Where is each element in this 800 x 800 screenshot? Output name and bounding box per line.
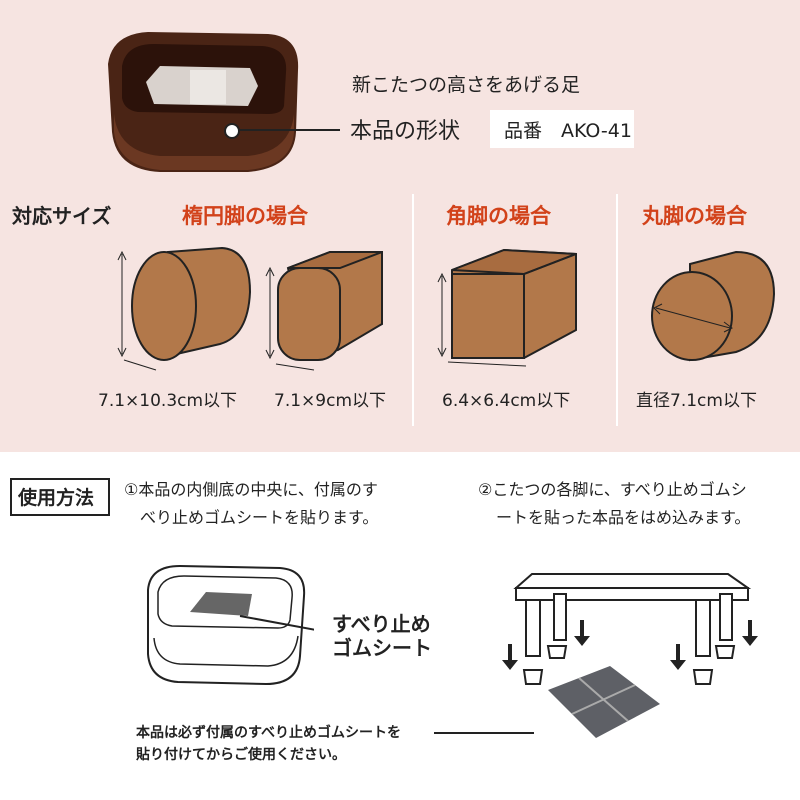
sheet-label-line-1: すべり止め bbox=[332, 612, 431, 636]
note-line-2: 貼り付けてからご使用ください。 bbox=[136, 747, 346, 763]
product-with-sheet-illustration bbox=[147, 564, 314, 686]
product-pointer bbox=[224, 123, 240, 139]
product-number-box bbox=[490, 110, 634, 148]
step-1-line-1: ①本品の内側底の中央に、付属のす bbox=[124, 480, 378, 499]
usage-title: 使用方法 bbox=[18, 487, 95, 509]
square-leg-size: 6.4×6.4cm以下 bbox=[442, 391, 571, 411]
round-leg-heading: 丸脚の場合 bbox=[642, 204, 747, 228]
oval-leg-large-illustration bbox=[117, 246, 252, 371]
note-line-1: 本品は必ず付属のすべり止めゴムシートを bbox=[136, 725, 402, 741]
product-number: 品番 AKO-41 bbox=[504, 120, 632, 142]
product-image bbox=[108, 32, 299, 172]
oval-leg-heading: 楕円脚の場合 bbox=[182, 204, 308, 228]
divider-1 bbox=[412, 194, 414, 426]
product-pointer-line bbox=[238, 129, 340, 131]
note-pointer-line bbox=[434, 732, 534, 734]
round-leg-illustration bbox=[651, 250, 776, 362]
step-2-line-2: ートを貼った本品をはめ込みます。 bbox=[496, 508, 751, 527]
square-leg-illustration bbox=[437, 248, 577, 367]
shape-label: 本品の形状 bbox=[350, 119, 461, 144]
oval-leg-size-a: 7.1×10.3cm以下 bbox=[98, 391, 238, 411]
step-1-line-2: べり止めゴムシートを貼ります。 bbox=[140, 508, 379, 527]
usage-title-box bbox=[10, 478, 110, 516]
sizes-title: 対応サイズ bbox=[12, 204, 112, 228]
divider-2 bbox=[616, 194, 618, 426]
oval-leg-size-b: 7.1×9cm以下 bbox=[274, 391, 387, 411]
step-2-line-1: ②こたつの各脚に、すべり止めゴムシ bbox=[478, 480, 747, 499]
kotatsu-installation-illustration bbox=[502, 573, 758, 738]
sheet-label-line-2: ゴムシート bbox=[332, 636, 432, 660]
round-leg-size: 直径7.1cm以下 bbox=[636, 391, 757, 411]
header-subtitle: 新こたつの高さをあげる足 bbox=[352, 74, 581, 96]
oval-leg-small-illustration bbox=[265, 251, 383, 371]
square-leg-heading: 角脚の場合 bbox=[446, 204, 551, 228]
